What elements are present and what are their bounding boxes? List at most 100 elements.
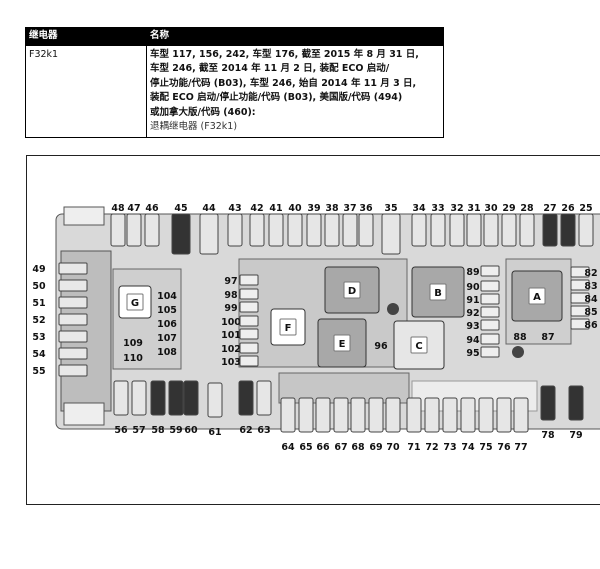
fuse-89	[480, 265, 500, 277]
fuse-label-96: 96	[374, 341, 388, 352]
fuse-label-60: 60	[184, 425, 198, 436]
fuse-44	[199, 213, 219, 255]
fuse-83	[570, 279, 590, 291]
fuse-label-92: 92	[466, 308, 479, 319]
fuse-label-35: 35	[384, 203, 397, 214]
fuse-61	[207, 382, 223, 418]
fuse-54	[58, 347, 88, 360]
fuse-label-58: 58	[151, 425, 165, 436]
fuse-26	[560, 213, 576, 247]
fuse-74	[460, 397, 476, 433]
fuse-102	[239, 342, 259, 354]
fuse-67	[333, 397, 349, 433]
fuse-label-71: 71	[407, 442, 420, 453]
fuse-label-97: 97	[224, 276, 237, 287]
fuse-label-94: 94	[466, 335, 480, 346]
fuse-label-31: 31	[467, 203, 480, 214]
fuse-label-32: 32	[450, 203, 463, 214]
fuse-34	[411, 213, 427, 247]
fuse-label-44: 44	[202, 203, 216, 214]
fuse-label-75: 75	[479, 442, 492, 453]
fuse-71	[406, 397, 422, 433]
fuse-29	[501, 213, 517, 247]
fuse-53	[58, 330, 88, 343]
fuse-100	[239, 315, 259, 327]
fuse-label-89: 89	[466, 267, 479, 278]
fuse-85	[570, 305, 590, 317]
fuse-28	[519, 213, 535, 247]
fuse-60	[183, 380, 199, 416]
fuse-label-53: 53	[32, 332, 45, 343]
fuse-label-33: 33	[431, 203, 444, 214]
relay-badge-B	[429, 283, 447, 301]
fuse-68	[350, 397, 366, 433]
fuse-label-46: 46	[145, 203, 159, 214]
fuse-label-110: 110	[123, 353, 143, 364]
relay-badge-D	[343, 281, 361, 299]
fuse-label-43: 43	[228, 203, 241, 214]
fuse-27	[542, 213, 558, 247]
fuse-70	[385, 397, 401, 433]
fuse-92	[480, 306, 500, 318]
fuse-label-68: 68	[351, 442, 365, 453]
relay-badge-A	[528, 287, 546, 305]
fuse-label-38: 38	[325, 203, 339, 214]
fuse-64	[280, 397, 296, 433]
fuse-35	[381, 213, 401, 255]
fuse-94	[480, 333, 500, 345]
fuse-37	[342, 213, 358, 247]
relay-description-cell: 车型 117, 156, 242, 车型 176, 截至 2015 年 8 月 …	[146, 44, 444, 138]
fuse-label-86: 86	[584, 320, 598, 331]
fuse-label-103: 103	[221, 357, 241, 368]
fuse-label-79: 79	[569, 430, 582, 441]
fuse-label-26: 26	[561, 203, 575, 214]
fuse-label-37: 37	[343, 203, 356, 214]
fuse-52	[58, 313, 88, 326]
relay-label-G: G	[131, 298, 139, 309]
fuse-91	[480, 293, 500, 305]
fuse-label-107: 107	[157, 333, 177, 344]
fuse-79	[568, 385, 584, 421]
fuse-65	[298, 397, 314, 433]
fuse-label-104: 104	[157, 291, 177, 302]
fuse-103	[239, 355, 259, 367]
fuse-31	[466, 213, 482, 247]
fuse-label-39: 39	[307, 203, 320, 214]
fuse-42	[249, 213, 265, 247]
fuse-25	[578, 213, 594, 247]
fuse-45	[171, 213, 191, 255]
relay-label-B: B	[434, 288, 442, 299]
relay-label-D: D	[348, 286, 356, 297]
fuse-label-54: 54	[32, 349, 46, 360]
fuse-label-93: 93	[466, 321, 479, 332]
bottom-left-clip	[63, 402, 105, 426]
fuse-label-55: 55	[32, 366, 45, 377]
fuse-36	[358, 213, 374, 247]
fuse-label-83: 83	[584, 281, 597, 292]
fuse-label-25: 25	[579, 203, 592, 214]
relay-badge-G	[126, 293, 144, 311]
fuse-label-77: 77	[514, 442, 527, 453]
relay-badge-E	[333, 334, 351, 352]
fuse-label-30: 30	[484, 203, 498, 214]
fuse-41	[268, 213, 284, 247]
relay-conditions: 车型 117, 156, 242, 车型 176, 截至 2015 年 8 月 …	[150, 48, 419, 118]
relay-label-A: A	[533, 292, 541, 303]
fuse-label-82: 82	[584, 268, 597, 279]
fuse-97	[239, 274, 259, 286]
fuse-50	[58, 279, 88, 292]
fuse-label-76: 76	[497, 442, 511, 453]
fuse-90	[480, 280, 500, 292]
fuse-label-27: 27	[543, 203, 556, 214]
header-name: 名称	[146, 27, 444, 46]
fuse-label-108: 108	[157, 347, 177, 358]
fuse-label-102: 102	[221, 344, 241, 355]
table-header-row: 继电器 名称	[25, 27, 444, 46]
fuse-label-45: 45	[174, 203, 187, 214]
fuse-label-28: 28	[520, 203, 534, 214]
fuse-63	[256, 380, 272, 416]
fuse-label-95: 95	[466, 348, 479, 359]
fuse-label-49: 49	[32, 264, 45, 275]
mount-hole	[512, 346, 524, 358]
